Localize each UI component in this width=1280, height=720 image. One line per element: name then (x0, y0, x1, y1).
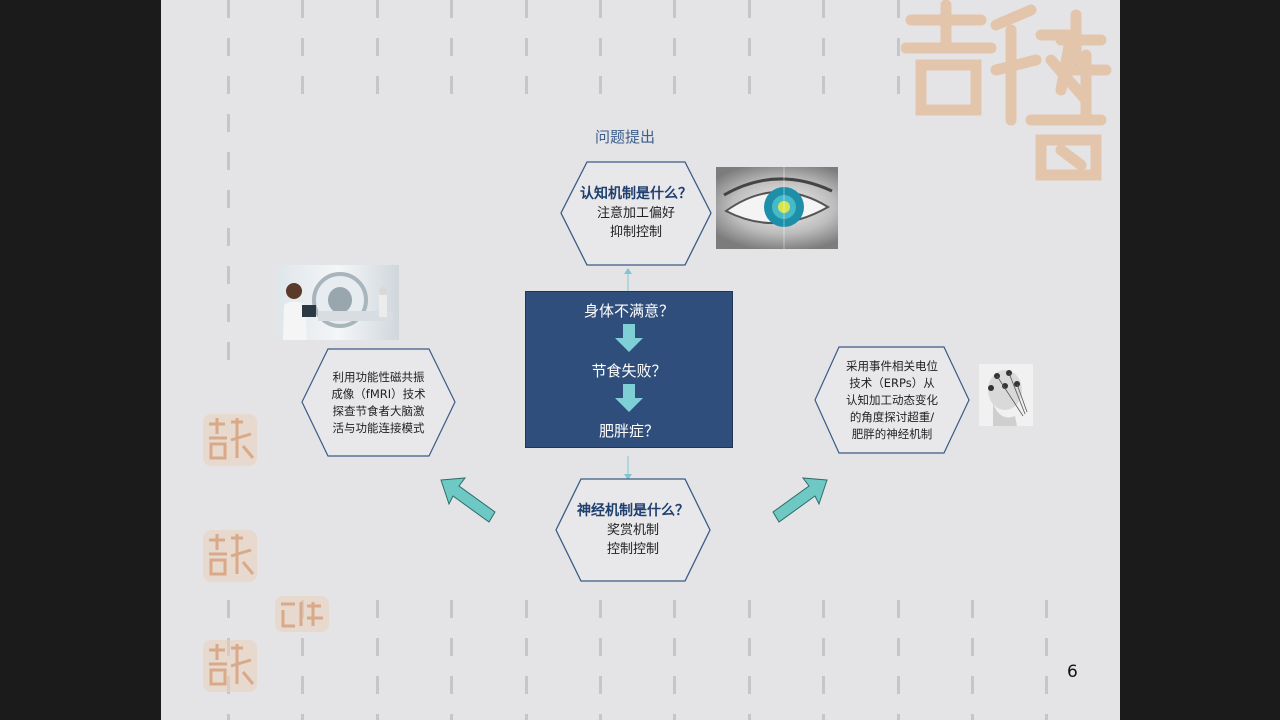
dash-line (673, 0, 676, 100)
page-number: 6 (1067, 662, 1078, 682)
eye-photo (716, 167, 838, 249)
connector-up-arrow (624, 268, 632, 292)
hex-fmri-method: 利用功能性磁共振 成像（fMRI）技术 探查节食者大脑激 活与功能连接模式 (301, 348, 456, 457)
small-seal-icon (275, 596, 329, 632)
mri-scanner-photo (278, 265, 399, 340)
center-item: 肥胖症？ (598, 422, 659, 440)
hex-left-line: 成像（fMRI）技术 (331, 386, 426, 401)
small-seal-icon (203, 530, 257, 582)
hex-left-line: 活与功能连接模式 (332, 420, 425, 435)
dash-line (971, 600, 974, 720)
down-arrow-icon (615, 384, 643, 412)
arrow-up-left-icon (440, 477, 496, 523)
hex-right-line: 肥胖的神经机制 (851, 426, 933, 441)
hex-right-line: 认知加工动态变化 (846, 392, 938, 407)
hex-right-line: 技术（ERPs）从 (849, 375, 935, 390)
connector-down-arrow (624, 456, 632, 480)
eeg-head-photo (979, 364, 1033, 426)
hex-top-question: 认知机制是什么？ (580, 186, 692, 202)
dash-line (450, 0, 453, 100)
center-item: 身体不满意？ (583, 302, 674, 320)
hex-left-line: 利用功能性磁共振 (332, 369, 425, 384)
hex-neural-mechanism: 神经机制是什么？ 奖赏机制 控制控制 (555, 478, 711, 582)
dash-line (822, 600, 825, 720)
down-arrow-icon (615, 324, 643, 352)
dash-line (897, 600, 900, 720)
small-seal-icon (203, 414, 257, 466)
arrow-up-right-icon (772, 477, 828, 523)
hex-top-line: 抑制控制 (609, 225, 662, 240)
hex-left-line: 探查节食者大脑激 (332, 403, 425, 418)
dash-line (376, 0, 379, 100)
center-question-box: 身体不满意？ 节食失败？ 肥胖症？ (525, 291, 733, 448)
dash-line (227, 0, 230, 380)
hex-right-line: 采用事件相关电位 (846, 358, 938, 373)
section-title: 问题提出 (595, 128, 656, 146)
dash-line (525, 600, 528, 720)
dash-line (822, 0, 825, 100)
small-seal-icon (203, 640, 257, 692)
slide: 问题提出 认知机制是什么？ 注意加工偏好 抑制控制 身体不满意？ (161, 0, 1120, 720)
dash-line (748, 0, 751, 100)
dash-line (1045, 600, 1048, 720)
hex-top-line: 注意加工偏好 (596, 206, 675, 221)
dash-line (599, 600, 602, 720)
dash-line (376, 600, 379, 720)
dash-line (301, 600, 304, 720)
dash-line (748, 600, 751, 720)
hex-bottom-question: 神经机制是什么？ (577, 502, 689, 519)
dash-line (897, 0, 900, 100)
watermark-seal-logo (901, 0, 1112, 181)
dash-line (525, 0, 528, 100)
dash-line (599, 0, 602, 100)
dash-line (673, 600, 676, 720)
hex-bottom-line: 控制控制 (606, 541, 659, 557)
center-item: 节食失败？ (591, 362, 667, 380)
dash-line (450, 600, 453, 720)
hex-right-line: 的角度探讨超重/ (849, 409, 935, 424)
dash-line (301, 0, 304, 100)
hex-erp-method: 采用事件相关电位 技术（ERPs）从 认知加工动态变化 的角度探讨超重/ 肥胖的… (814, 346, 970, 454)
hex-cognitive-mechanism: 认知机制是什么？ 注意加工偏好 抑制控制 (560, 161, 712, 266)
hex-bottom-line: 奖赏机制 (606, 522, 659, 538)
